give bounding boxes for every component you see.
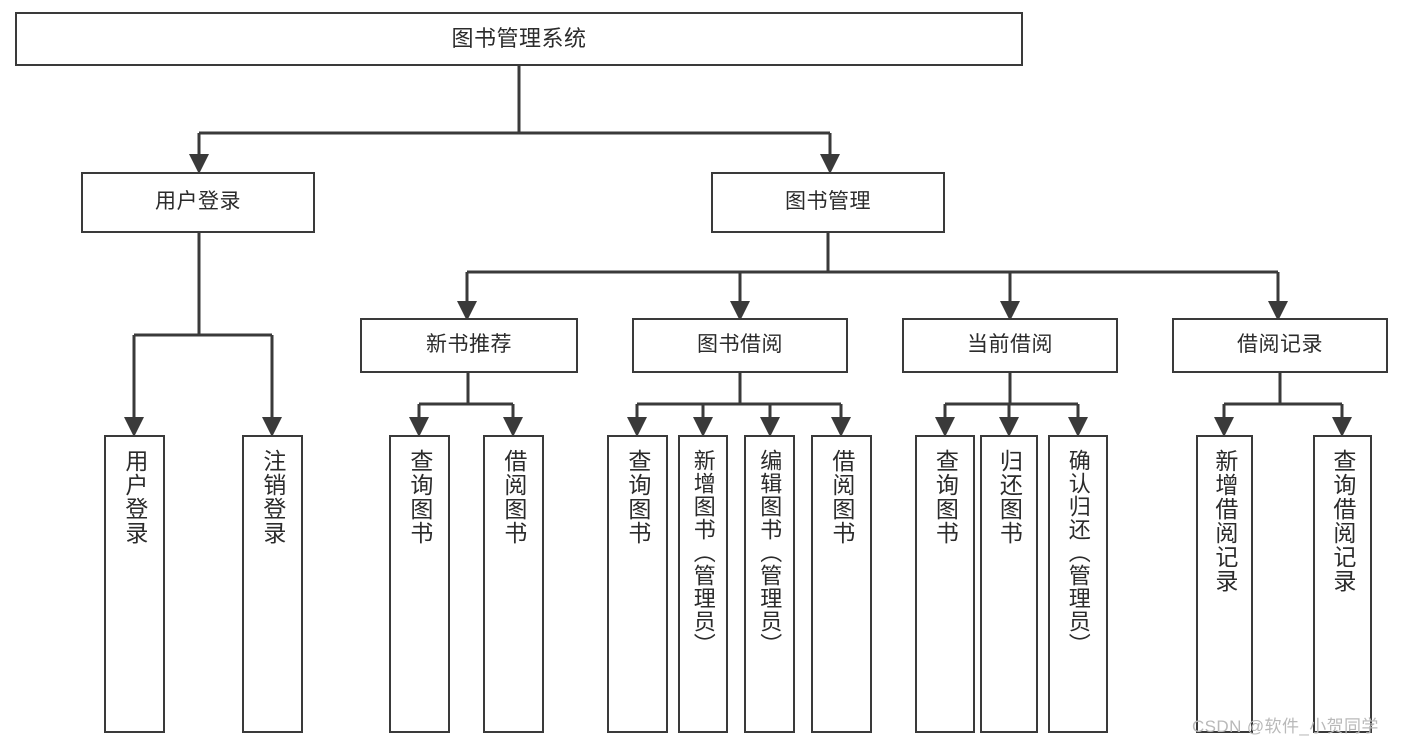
leaf-records-add[interactable]: 新增借阅记录: [1196, 435, 1253, 733]
leaf-current-return-label: 归还图书: [996, 449, 1023, 545]
csdn-watermark: CSDN @软件_小贺同学: [1192, 717, 1379, 736]
leaf-user-login-login-label: 用户登录: [121, 449, 148, 545]
leaf-new-book-query[interactable]: 查询图书: [389, 435, 450, 733]
leaf-borrow-borrow-book-label: 借阅图书: [828, 449, 855, 545]
leaf-borrow-query[interactable]: 查询图书: [607, 435, 668, 733]
leaf-user-login-login[interactable]: 用户登录: [104, 435, 165, 733]
leaf-current-query[interactable]: 查询图书: [915, 435, 975, 733]
node-borrow-records[interactable]: 借阅记录: [1172, 318, 1388, 373]
node-book-borrow[interactable]: 图书借阅: [632, 318, 848, 373]
leaf-records-query-label: 查询借阅记录: [1329, 449, 1356, 593]
node-root-label: 图书管理系统: [451, 26, 587, 52]
node-current-borrow[interactable]: 当前借阅: [902, 318, 1118, 373]
node-book-management[interactable]: 图书管理: [711, 172, 945, 233]
leaf-current-confirm-return-label: 确认归还（管理员）: [1065, 449, 1091, 656]
node-book-borrow-label: 图书借阅: [697, 333, 783, 357]
leaf-current-confirm-return[interactable]: 确认归还（管理员）: [1048, 435, 1108, 733]
leaf-borrow-edit-book[interactable]: 编辑图书（管理员）: [744, 435, 795, 733]
node-new-book-recommend[interactable]: 新书推荐: [360, 318, 578, 373]
leaf-new-book-borrow[interactable]: 借阅图书: [483, 435, 544, 733]
leaf-records-add-label: 新增借阅记录: [1211, 449, 1238, 593]
leaf-current-query-label: 查询图书: [932, 449, 959, 545]
leaf-user-login-logout-label: 注销登录: [259, 449, 286, 545]
leaf-borrow-add-book-label: 新增图书（管理员）: [690, 449, 716, 656]
leaf-borrow-edit-book-label: 编辑图书（管理员）: [757, 449, 783, 656]
node-user-login[interactable]: 用户登录: [81, 172, 315, 233]
leaf-new-book-query-label: 查询图书: [406, 449, 433, 545]
leaf-records-query[interactable]: 查询借阅记录: [1313, 435, 1372, 733]
node-new-book-recommend-label: 新书推荐: [426, 333, 512, 357]
node-root[interactable]: 图书管理系统: [15, 12, 1023, 66]
node-book-management-label: 图书管理: [785, 190, 871, 214]
leaf-current-return[interactable]: 归还图书: [980, 435, 1038, 733]
node-borrow-records-label: 借阅记录: [1237, 333, 1323, 357]
leaf-borrow-add-book[interactable]: 新增图书（管理员）: [678, 435, 728, 733]
node-current-borrow-label: 当前借阅: [967, 333, 1053, 357]
leaf-borrow-query-label: 查询图书: [624, 449, 651, 545]
node-user-login-label: 用户登录: [155, 190, 241, 214]
leaf-user-login-logout[interactable]: 注销登录: [242, 435, 303, 733]
leaf-new-book-borrow-label: 借阅图书: [500, 449, 527, 545]
leaf-borrow-borrow-book[interactable]: 借阅图书: [811, 435, 872, 733]
